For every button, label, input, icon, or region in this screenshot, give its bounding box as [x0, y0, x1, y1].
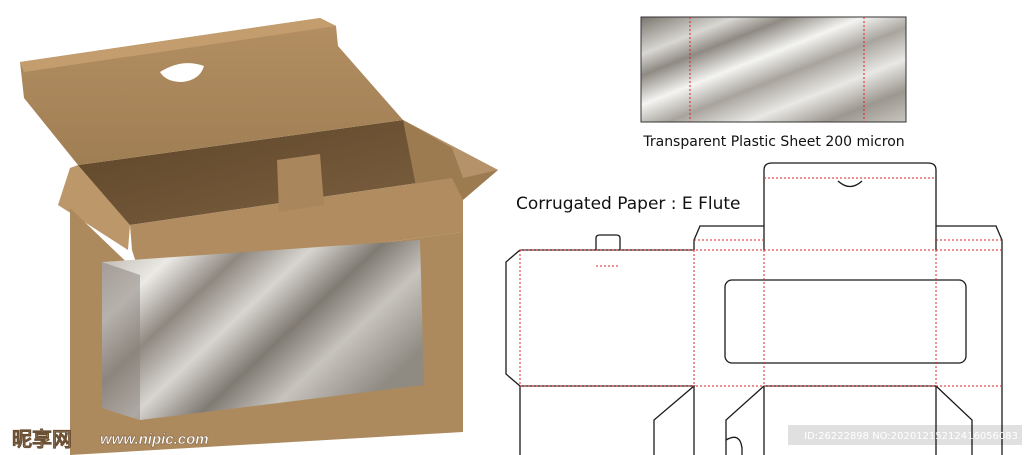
plastic-sheet-drawing: Transparent Plastic Sheet 200 micron: [640, 16, 907, 150]
watermark: 昵享网 www.nipic.com ID:26222898 NO:2020121…: [12, 425, 1022, 451]
dieline-bottom-notch: [725, 436, 743, 455]
dieline-bottom-flap-left: [519, 385, 696, 455]
watermark-logo: 昵享网: [12, 427, 72, 451]
paper-caption: Corrugated Paper : E Flute: [516, 194, 740, 214]
dieline-top-flap-right: [936, 225, 1003, 250]
dieline-bottom-flap-mid: [693, 385, 765, 455]
box-left-flap: [58, 165, 130, 250]
dieline-lid-panel: [763, 162, 937, 250]
box-front-top: [130, 178, 463, 275]
box-3d-render: [20, 18, 498, 455]
dieline-tuck-tab: [595, 234, 621, 250]
dieline-fold-lines: [519, 177, 1002, 387]
watermark-url: www.nipic.com: [100, 431, 209, 448]
front-window: [102, 240, 424, 420]
dieline-lid-hole: [837, 180, 863, 188]
box-side-flap: [403, 120, 498, 178]
box-lid-edge: [20, 18, 336, 72]
watermark-id-bg: [788, 425, 1022, 445]
box-interior: [78, 120, 452, 225]
dieline-top-flap-left: [693, 225, 764, 250]
hang-hole: [160, 63, 204, 82]
dieline-window-cutout: [724, 279, 967, 364]
watermark-id: ID:26222898 NO:20201215212416056083: [804, 431, 1018, 442]
dieline-main-body: [505, 249, 1003, 387]
tuck-tab: [277, 154, 324, 212]
front-window-inner-shadow: [102, 262, 140, 420]
dieline-drawing: Corrugated Paper : E Flute: [505, 162, 1003, 455]
plastic-sheet-caption: Transparent Plastic Sheet 200 micron: [642, 134, 904, 150]
plastic-sheet: [640, 16, 907, 123]
